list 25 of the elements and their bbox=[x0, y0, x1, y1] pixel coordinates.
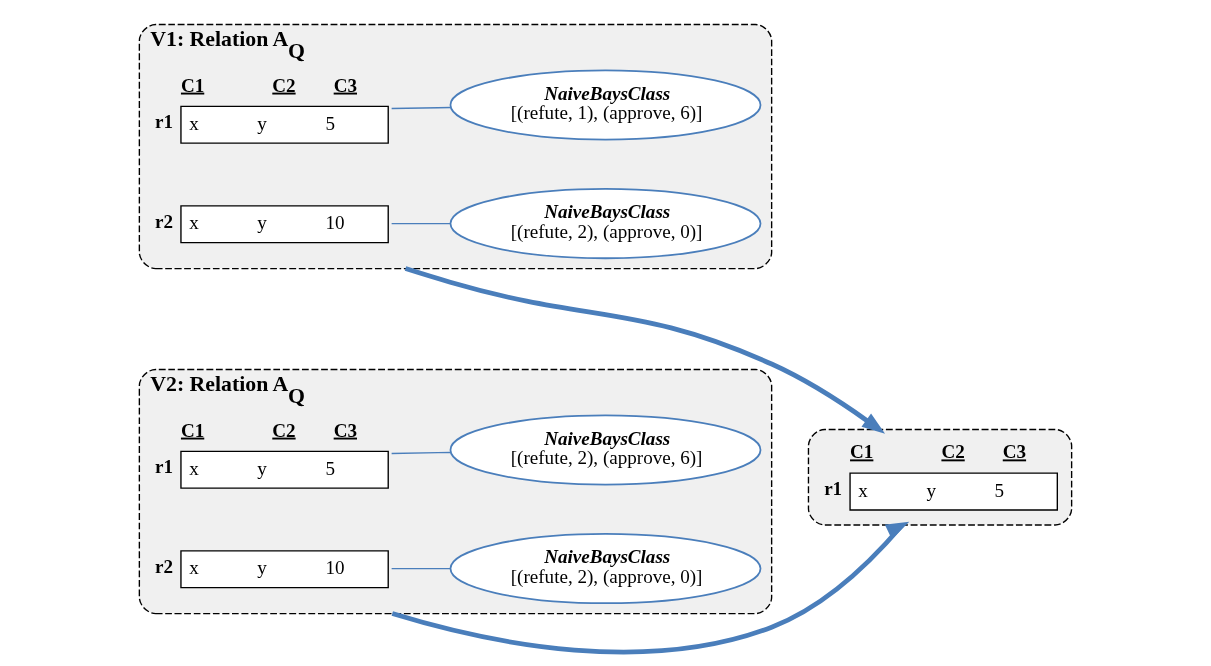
node-ellipse: NaiveBaysClass [(refute, 2), (approve, 0)] bbox=[449, 533, 762, 605]
arrow bbox=[391, 521, 910, 655]
node-label: C3 bbox=[1002, 441, 1027, 463]
node-label: C2 bbox=[272, 419, 296, 441]
node-label: C2 bbox=[272, 74, 296, 96]
connector bbox=[390, 567, 451, 570]
node-label: r1 bbox=[155, 456, 174, 478]
node-label: r1 bbox=[155, 111, 174, 133]
node-ellipse: NaiveBaysClass [(refute, 1), (approve, 6)] bbox=[449, 69, 762, 141]
arrow bbox=[404, 266, 886, 434]
node-label: r2 bbox=[155, 555, 174, 577]
connector bbox=[390, 222, 451, 225]
node-label: r2 bbox=[155, 210, 174, 232]
node-ellipse: NaiveBaysClass [(refute, 2), (approve, 6)] bbox=[449, 414, 762, 486]
node-label: C3 bbox=[333, 74, 357, 96]
connector bbox=[390, 106, 452, 110]
connector bbox=[390, 451, 452, 455]
cluster bbox=[807, 428, 1073, 526]
node-label: r1 bbox=[824, 478, 843, 500]
node-ellipse: NaiveBaysClass [(refute, 2), (approve, 0)] bbox=[449, 188, 762, 260]
node-label: C2 bbox=[941, 441, 965, 463]
node-label: C1 bbox=[850, 441, 874, 463]
node-label: C1 bbox=[180, 74, 205, 96]
node-label: C1 bbox=[180, 419, 205, 441]
node-label: C3 bbox=[333, 419, 357, 441]
